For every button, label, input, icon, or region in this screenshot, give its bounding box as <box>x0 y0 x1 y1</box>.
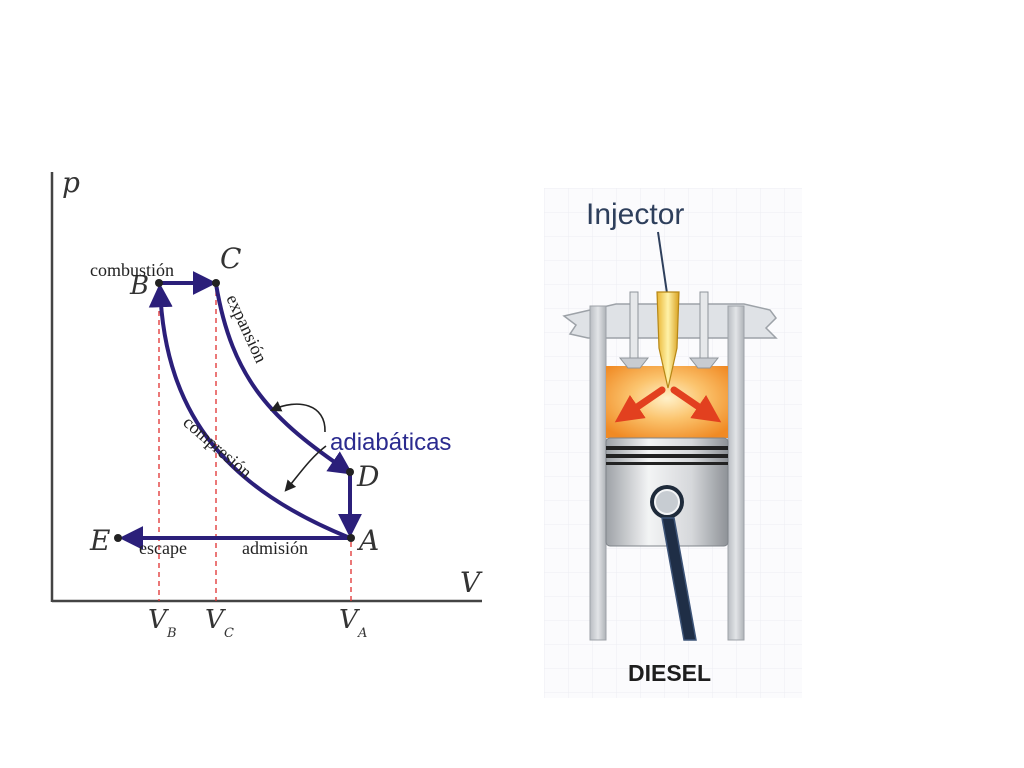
adiabatic-pointer-upper <box>269 401 326 433</box>
point-b <box>155 279 163 287</box>
compression-path <box>148 283 351 540</box>
spray-arrow-left <box>614 386 666 423</box>
point-a <box>347 534 355 542</box>
piston-ring-1 <box>606 446 728 450</box>
piston-ring-2 <box>606 454 728 458</box>
p-axis-label: p <box>62 166 80 199</box>
cylinder-wall-right <box>727 305 745 641</box>
pv-diagram: p V B C D A E combustión expansión compr… <box>50 166 483 641</box>
label-point-c: C <box>220 242 241 275</box>
label-point-e: E <box>89 524 110 557</box>
label-expansion: expansión <box>222 291 271 366</box>
injector-nozzle <box>656 291 680 389</box>
label-admission: admisión <box>242 538 308 558</box>
label-escape: escape <box>139 538 187 558</box>
connecting-rod <box>661 517 697 641</box>
injector-leader-line <box>657 231 669 301</box>
injector-label: Injector <box>586 198 684 231</box>
point-d <box>346 468 354 476</box>
point-c <box>212 279 220 287</box>
v-axis-label: V <box>460 566 483 599</box>
spray-arrow-right <box>670 386 722 423</box>
svg-text:A: A <box>357 626 367 641</box>
piston <box>605 437 729 547</box>
engine-type-label: DIESEL <box>628 660 711 686</box>
svg-text:V: V <box>205 605 226 635</box>
svg-text:C: C <box>224 626 234 641</box>
label-point-b: B <box>129 271 149 301</box>
intake-valve <box>618 291 650 369</box>
svg-text:B: B <box>166 626 177 641</box>
tick-vc: V C <box>205 605 234 641</box>
expansion-path <box>214 283 353 475</box>
tick-va: V A <box>339 605 367 641</box>
piston-ring-3 <box>606 462 728 465</box>
label-adiabatic: adiabáticas <box>330 429 451 456</box>
svg-text:V: V <box>339 605 360 635</box>
exhaust-valve <box>688 291 720 369</box>
label-combustion: combustión <box>90 260 174 280</box>
label-compression: compresión <box>179 412 256 482</box>
cylinder-wall-left <box>589 305 607 641</box>
label-point-a: A <box>356 524 379 557</box>
svg-text:V: V <box>148 605 169 635</box>
point-e <box>114 534 122 542</box>
diesel-engine-illustration: Injector <box>544 188 802 698</box>
label-point-d: D <box>356 460 379 493</box>
adiabatic-pointer-lower <box>284 445 327 492</box>
tick-vb: V B <box>148 605 177 641</box>
